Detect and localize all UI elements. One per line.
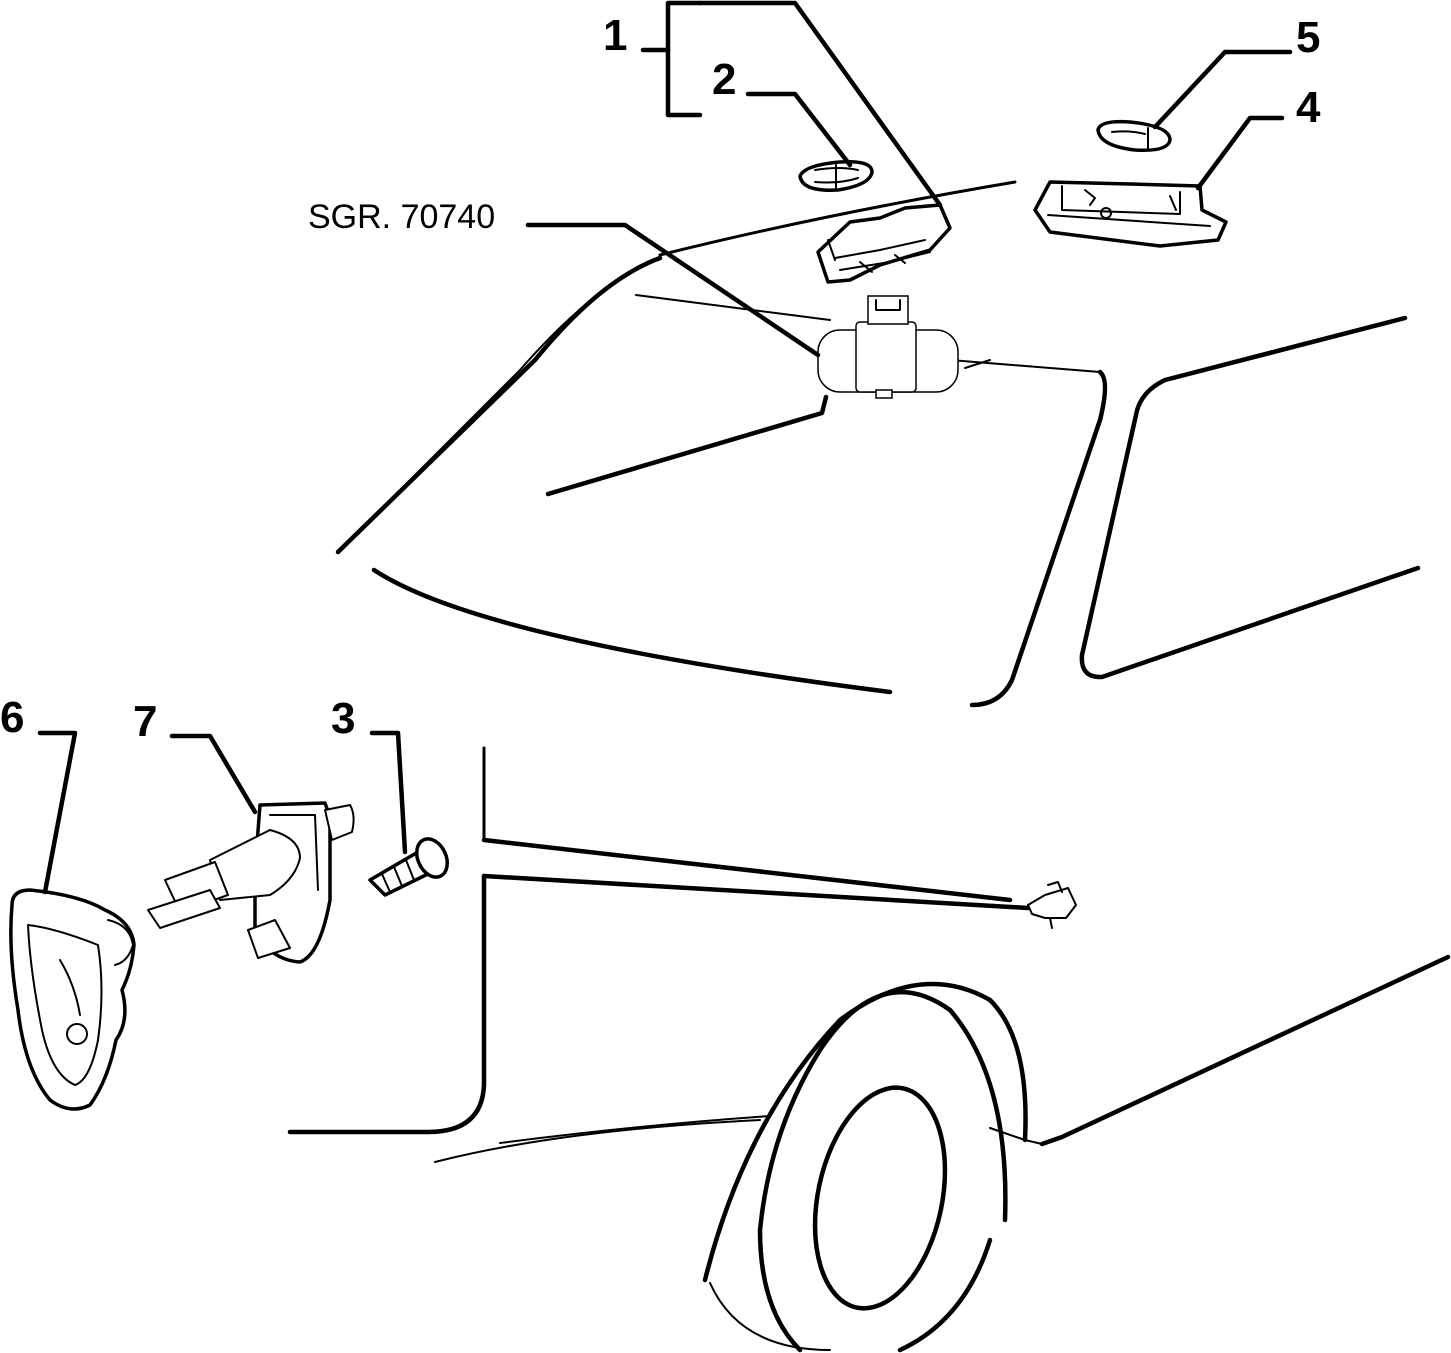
festoon-bulb-5-graphic xyxy=(1096,119,1172,153)
door-switch-bezel-6-graphic xyxy=(9,888,136,1111)
festoon-bulb-2-graphic xyxy=(798,159,874,192)
callout-7: 7 xyxy=(133,697,157,746)
callout-2: 2 xyxy=(712,55,736,104)
body-contact-switch-graphic xyxy=(1027,881,1077,929)
callout-1: 1 xyxy=(603,11,627,60)
leader-lines xyxy=(37,0,1293,895)
screw-3-graphic xyxy=(368,837,449,897)
callout-3: 3 xyxy=(331,694,355,743)
reference-label: SGR. 70740 xyxy=(308,198,495,236)
callout-5: 5 xyxy=(1296,13,1320,62)
callout-4: 4 xyxy=(1296,83,1321,132)
door-switch-7-graphic xyxy=(147,801,355,964)
callout-6: 6 xyxy=(0,693,24,742)
dome-light-front-graphic xyxy=(816,203,952,284)
car-body-outline xyxy=(287,180,1451,1353)
courtesy-lamp-4-graphic xyxy=(1033,180,1228,248)
rear-view-mirror-graphic xyxy=(817,295,959,399)
